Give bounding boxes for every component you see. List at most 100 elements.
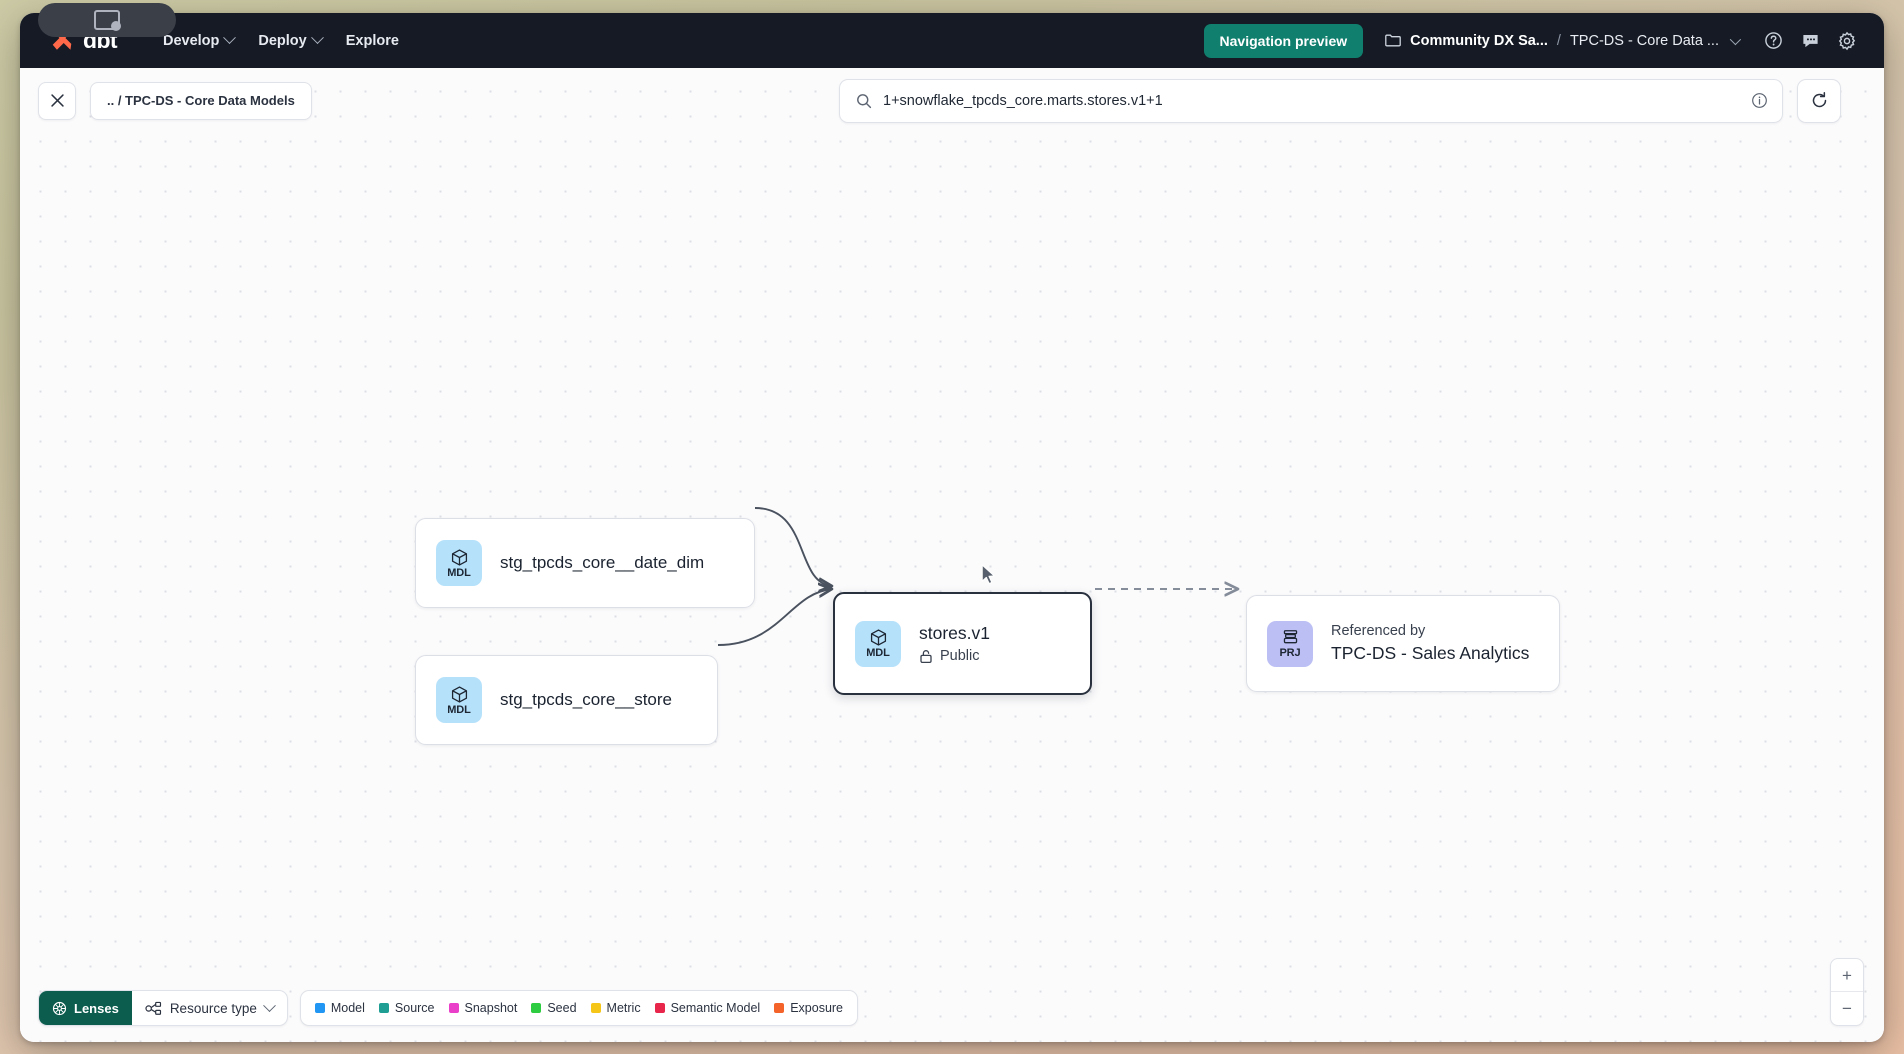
- zoom-controls: + −: [1830, 958, 1864, 1026]
- node-badge-label: MDL: [866, 647, 890, 659]
- edge-store-to-stores: [717, 589, 832, 646]
- chevron-down-icon: [223, 31, 237, 45]
- legend-swatch-seed: [531, 1003, 542, 1013]
- refresh-icon: [1812, 92, 1826, 108]
- lineage-edge-layer: [717, 507, 1884, 646]
- legend-item-metric[interactable]: Metric: [590, 1001, 641, 1015]
- legend-swatch-metric: [590, 1003, 601, 1013]
- nav-breadcrumb: Community DX Sa... / TPC-DS - Core Data …: [1385, 32, 1742, 49]
- lens-control-group: Lenses Resource type: [38, 990, 288, 1026]
- legend-swatch-model: [314, 1003, 325, 1013]
- legend-item-model[interactable]: Model: [314, 1001, 365, 1015]
- lineage-breadcrumb-chip[interactable]: .. / TPC-DS - Core Data Models: [90, 81, 312, 120]
- legend-label-seed: Seed: [547, 1001, 577, 1015]
- window-screenshare-icon: [94, 10, 121, 31]
- legend-label-snapshot: Snapshot: [464, 1001, 518, 1015]
- folder-icon: [1385, 34, 1401, 47]
- node-badge-model: MDL: [436, 540, 482, 586]
- node-badge-project: PRJ: [1267, 620, 1313, 667]
- legend-item-source[interactable]: Source: [378, 1001, 435, 1015]
- cube-icon: [451, 548, 467, 566]
- chevron-down-icon: [262, 998, 276, 1012]
- nav-link-deploy[interactable]: Deploy: [246, 26, 333, 56]
- window-control-pill[interactable]: [38, 3, 176, 37]
- help-icon[interactable]: [1758, 26, 1788, 56]
- edge-date-dim-to-stores: [754, 507, 832, 586]
- project-icon: [1283, 630, 1297, 644]
- unlock-icon: [920, 649, 932, 663]
- lineage-search-input[interactable]: [883, 92, 1751, 109]
- info-icon[interactable]: [1751, 92, 1768, 109]
- lenses-button-label: Lenses: [74, 1000, 119, 1016]
- legend-swatch-exposure: [774, 1003, 785, 1013]
- legend-swatch-snapshot: [448, 1003, 459, 1013]
- graph-node-stores-v1[interactable]: MDL stores.v1 Public: [833, 592, 1092, 695]
- node-text-group: stg_tpcds_core__date_dim: [500, 553, 704, 573]
- legend-swatch-semantic-model: [654, 1003, 665, 1013]
- breadcrumb-project[interactable]: TPC-DS - Core Data ...: [1569, 32, 1719, 49]
- resource-type-icon: [145, 1001, 161, 1015]
- lineage-search-group: [839, 78, 1841, 123]
- chevron-down-icon: [310, 31, 324, 45]
- graph-node-tpcds-sales-analytics[interactable]: PRJ Referenced by TPC-DS - Sales Analyti…: [1246, 595, 1560, 692]
- nav-icon-group: [1758, 26, 1862, 56]
- feedback-icon[interactable]: [1795, 26, 1825, 56]
- nav-link-develop-label: Develop: [162, 32, 220, 49]
- resource-type-label: Resource type: [169, 1000, 257, 1016]
- lens-icon: [52, 1001, 67, 1015]
- nav-link-explore[interactable]: Explore: [334, 26, 411, 56]
- lineage-graph-canvas[interactable]: MDL stg_tpcds_core__date_dim MDL stg_tpc…: [20, 68, 1884, 1042]
- graph-node-stg-tpcds-core-date-dim[interactable]: MDL stg_tpcds_core__date_dim: [415, 518, 755, 608]
- chevron-down-icon[interactable]: [1729, 33, 1742, 45]
- resource-type-legend: Model Source Snapshot Seed Metric Semant…: [299, 990, 859, 1026]
- node-title: stg_tpcds_core__date_dim: [500, 553, 705, 572]
- zoom-in-button[interactable]: +: [1831, 959, 1863, 992]
- legend-label-source: Source: [394, 1001, 435, 1015]
- lineage-toolbar: .. / TPC-DS - Core Data Models: [20, 68, 1884, 133]
- app-window: dbt Develop Deploy Explore Navigation pr…: [20, 13, 1884, 1042]
- node-badge-label: PRJ: [1279, 647, 1301, 659]
- nav-link-develop[interactable]: Develop: [151, 26, 246, 56]
- node-title: stg_tpcds_core__store: [500, 690, 672, 709]
- cube-icon: [451, 685, 467, 703]
- resource-type-dropdown[interactable]: Resource type: [132, 991, 287, 1025]
- legend-item-exposure[interactable]: Exposure: [774, 1001, 843, 1015]
- cube-icon: [870, 629, 886, 646]
- legend-item-snapshot[interactable]: Snapshot: [448, 1001, 518, 1015]
- breadcrumb-separator: /: [1556, 32, 1561, 49]
- settings-gear-icon[interactable]: [1832, 26, 1862, 56]
- node-title: TPC-DS - Sales Analytics: [1331, 643, 1530, 663]
- node-access-text: Public: [940, 648, 980, 664]
- legend-swatch-source: [378, 1003, 389, 1013]
- node-text-group: stg_tpcds_core__store: [500, 690, 672, 710]
- node-access-label: Public: [919, 648, 990, 664]
- lineage-search-box[interactable]: [839, 78, 1783, 123]
- node-kicker: Referenced by: [1331, 623, 1426, 639]
- search-icon: [857, 93, 872, 108]
- node-badge-model: MDL: [855, 620, 901, 667]
- zoom-out-button[interactable]: −: [1842, 999, 1852, 1018]
- top-navigation-bar: dbt Develop Deploy Explore Navigation pr…: [20, 13, 1884, 68]
- node-badge-label: MDL: [447, 566, 471, 579]
- lenses-button[interactable]: Lenses: [39, 991, 132, 1025]
- graph-node-stg-tpcds-core-store[interactable]: MDL stg_tpcds_core__store: [415, 655, 718, 745]
- legend-label-metric: Metric: [606, 1001, 641, 1015]
- refresh-lineage-button[interactable]: [1797, 78, 1841, 123]
- breadcrumb-account[interactable]: Community DX Sa...: [1410, 32, 1548, 49]
- legend-label-model: Model: [330, 1001, 365, 1015]
- node-title: stores.v1: [919, 623, 990, 643]
- nav-link-deploy-label: Deploy: [258, 32, 307, 49]
- lineage-bottom-bar: Lenses Resource type Model: [38, 990, 859, 1026]
- nav-link-explore-label: Explore: [345, 32, 399, 49]
- node-text-group: Referenced by TPC-DS - Sales Analytics: [1331, 623, 1529, 664]
- legend-label-exposure: Exposure: [790, 1001, 844, 1015]
- close-lineage-button[interactable]: [38, 81, 76, 120]
- legend-item-seed[interactable]: Seed: [531, 1001, 577, 1015]
- legend-label-semantic-model: Semantic Model: [670, 1001, 761, 1015]
- node-text-group: stores.v1 Public: [919, 623, 990, 664]
- close-icon: [50, 94, 64, 107]
- legend-item-semantic-model[interactable]: Semantic Model: [654, 1001, 761, 1015]
- navigation-preview-button[interactable]: Navigation preview: [1203, 23, 1364, 58]
- node-badge-model: MDL: [436, 677, 482, 723]
- node-badge-label: MDL: [447, 703, 471, 716]
